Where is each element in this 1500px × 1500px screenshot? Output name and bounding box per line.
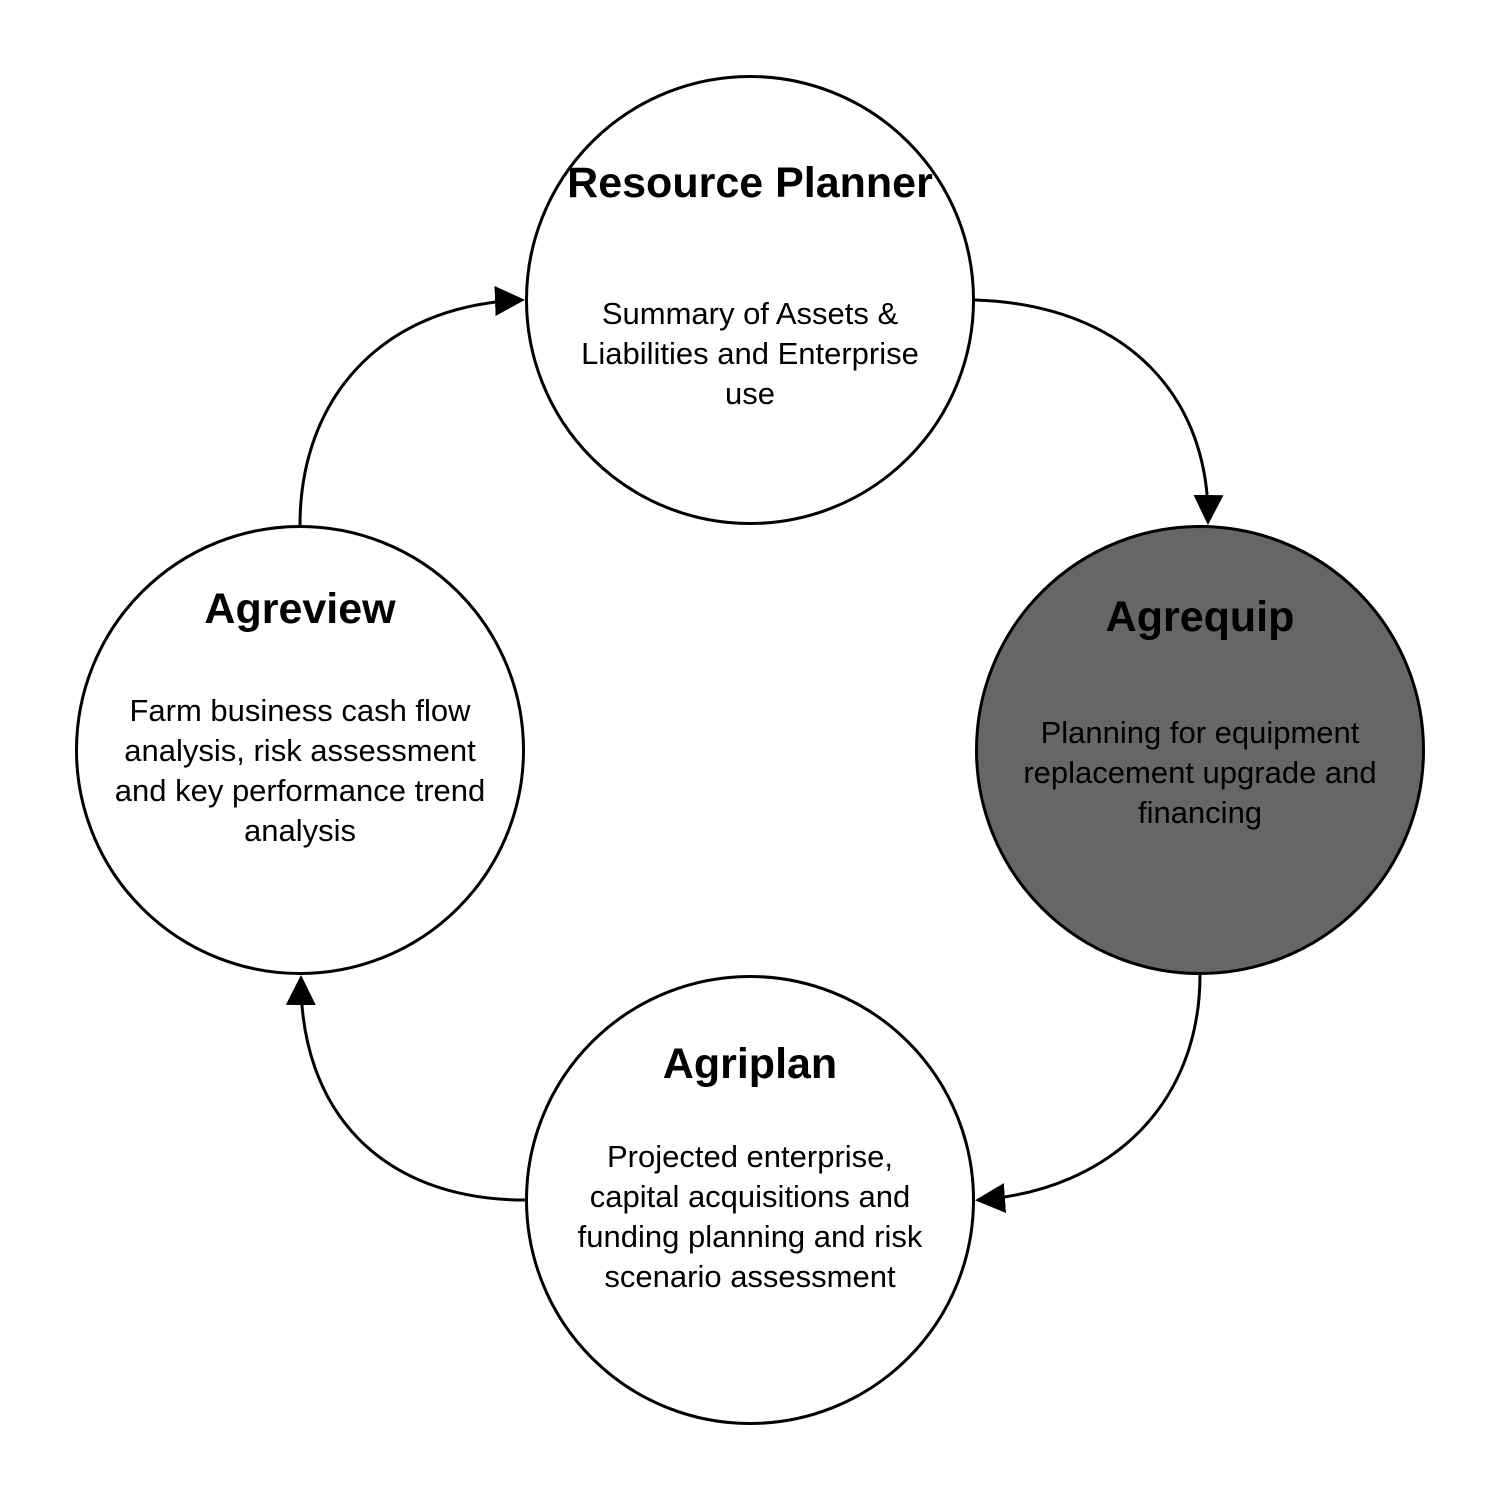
arrow-agriplan-to-agreview (285, 975, 526, 1202)
node-resource-planner: Resource Planner Summary of Assets & Lia… (525, 75, 975, 525)
arrow-agrequip-to-agriplan (975, 974, 1202, 1213)
node-description: Planning for equipment replacement upgra… (1023, 715, 1377, 830)
arrow-agreview-to-resource-planner (298, 285, 525, 526)
node-title: Resource Planner (567, 159, 933, 207)
node-title: Agreview (204, 585, 396, 633)
node-title: Agrequip (1105, 593, 1295, 641)
node-description: Projected enterprise, capital acquisitio… (577, 1139, 923, 1294)
node-agriplan: Agriplan Projected enterprise, capital a… (525, 975, 975, 1425)
node-title: Agriplan (662, 1040, 838, 1088)
arrow-resource-planner-to-agrequip (974, 298, 1224, 525)
node-description: Farm business cash flow analysis, risk a… (114, 693, 486, 848)
node-agreview: Agreview Farm business cash flow analysi… (75, 525, 525, 975)
node-description: Summary of Assets & Liabilities and Ente… (581, 296, 919, 411)
node-agrequip: Agrequip Planning for equipment replacem… (975, 525, 1425, 975)
